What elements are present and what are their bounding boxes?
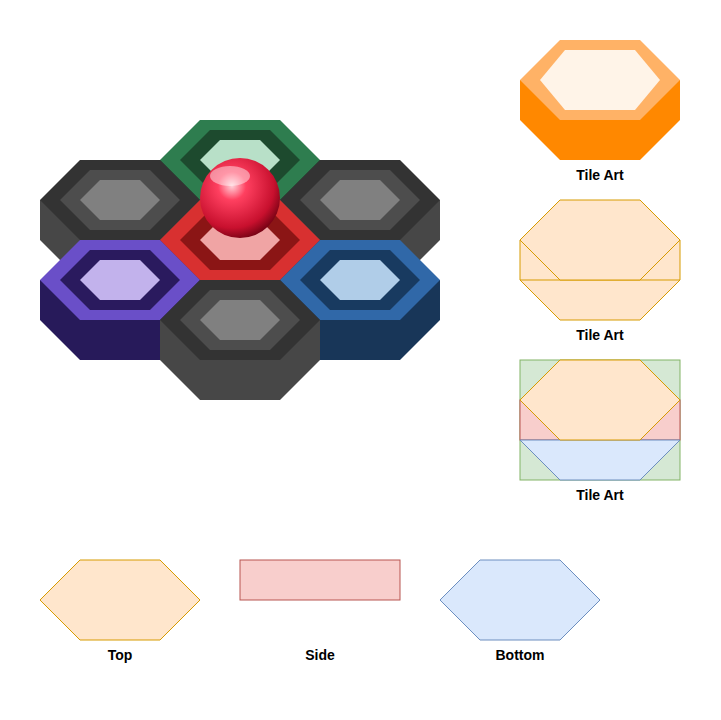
- tile-label: Side: [305, 647, 335, 663]
- tile-ring: [60, 250, 180, 310]
- gray-tile: [160, 280, 320, 400]
- tile-center: [540, 50, 660, 110]
- red-ball: [200, 158, 280, 238]
- tile-center: [80, 180, 160, 220]
- ball-highlight: [210, 166, 250, 186]
- tile-center: [80, 260, 160, 300]
- tile-label: Tile Art: [576, 167, 623, 183]
- sprite-tile-art: [520, 360, 680, 480]
- tile-ring: [180, 290, 300, 350]
- tile-label: Tile Art: [576, 327, 623, 343]
- tile-center: [320, 260, 400, 300]
- tile-ring: [300, 250, 420, 310]
- tile-label: Bottom: [496, 647, 545, 663]
- tile-top: [520, 200, 680, 280]
- bottom-piece: [520, 440, 680, 480]
- sheet-background: [520, 360, 680, 480]
- top-piece: [40, 560, 200, 640]
- tile-ring: [300, 170, 420, 230]
- tile-top: [520, 40, 680, 120]
- tile-top: [160, 280, 320, 360]
- tile-label: Top: [108, 647, 133, 663]
- bottom-piece: [440, 560, 600, 640]
- outline-tile-art: [520, 200, 680, 320]
- tile-ring: [60, 170, 180, 230]
- tile-label: Tile Art: [576, 487, 623, 503]
- tile-center: [200, 300, 280, 340]
- side-piece: [240, 560, 400, 600]
- tile-center: [320, 180, 400, 220]
- top-piece: [520, 360, 680, 440]
- orange-tile-art: [520, 40, 680, 160]
